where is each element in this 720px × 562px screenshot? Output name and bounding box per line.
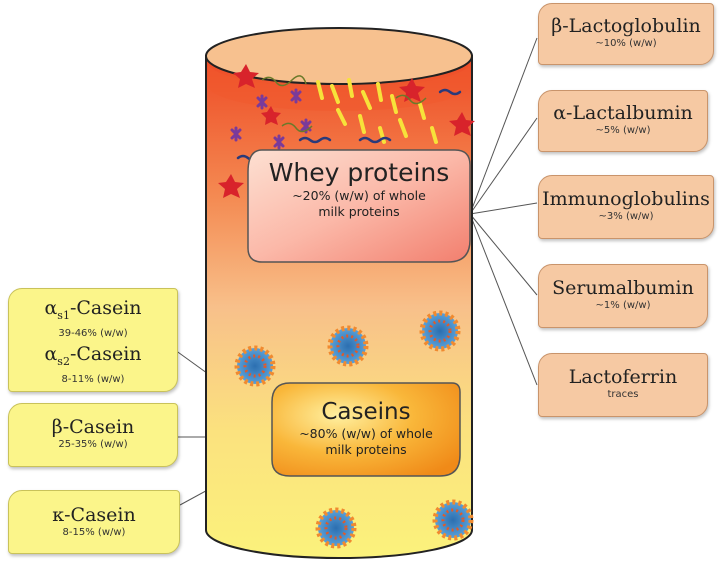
casein-micelles — [234, 310, 474, 549]
casein-alpha-s1-name: αs1-Casein — [44, 297, 142, 322]
whey-item-name: α-Lactalbumin — [553, 102, 693, 124]
whey-description-line2: milk proteins — [318, 204, 400, 219]
casein-item-name: β-Casein — [51, 416, 135, 438]
casein-description-line1: ~80% (w/w) of whole — [299, 426, 433, 441]
whey-title: Whey proteins — [268, 158, 450, 187]
casein-item-beta: β-Casein 25-35% (w/w) — [8, 403, 178, 467]
whey-item-immunoglobulins: Immunoglobulins ~3% (w/w) — [538, 175, 714, 239]
casein-center-shape — [271, 382, 461, 477]
casein-item-alpha: αs1-Casein 39-46% (w/w) αs2-Casein 8-11%… — [8, 288, 178, 392]
whey-protein-particles — [218, 64, 475, 198]
whey-item-value: ~10% (w/w) — [595, 38, 657, 49]
whey-item-serumalbumin: Serumalbumin ~1% (w/w) — [538, 264, 708, 328]
whey-item-alpha-lactalbumin: α-Lactalbumin ~5% (w/w) — [538, 90, 708, 152]
whey-item-value: ~5% (w/w) — [595, 125, 651, 136]
whey-item-name: Serumalbumin — [552, 277, 694, 299]
whey-item-value: ~3% (w/w) — [598, 211, 654, 222]
whey-item-name: Lactoferrin — [568, 366, 678, 388]
whey-center-box: Whey proteins ~20% (w/w) of whole milk p… — [250, 158, 468, 220]
whey-item-name: Immunoglobulins — [542, 188, 710, 210]
whey-center-shape — [247, 149, 471, 263]
casein-alpha-s2-value: 8-11% (w/w) — [61, 373, 125, 385]
casein-center-box: Caseins ~80% (w/w) of whole milk protein… — [272, 398, 460, 458]
casein-item-value: 8-15% (w/w) — [62, 527, 126, 538]
whey-item-name: β-Lactoglobulin — [551, 15, 701, 37]
whey-item-value: ~1% (w/w) — [595, 300, 651, 311]
casein-item-kappa: κ-Casein 8-15% (w/w) — [8, 490, 180, 554]
casein-item-name: κ-Casein — [52, 504, 136, 526]
whey-description-line1: ~20% (w/w) of whole — [292, 188, 426, 203]
casein-description-line2: milk proteins — [325, 442, 407, 457]
casein-title: Caseins — [321, 399, 411, 425]
whey-item-beta-lactoglobulin: β-Lactoglobulin ~10% (w/w) — [538, 3, 714, 65]
whey-item-lactoferrin: Lactoferrin traces — [538, 353, 708, 417]
cylinder-top — [205, 27, 473, 85]
casein-alpha-s2-name: αs2-Casein — [44, 342, 142, 368]
casein-item-value: 25-35% (w/w) — [58, 439, 128, 450]
casein-alpha-s1-value: 39-46% (w/w) — [58, 327, 128, 339]
whey-item-value: traces — [607, 389, 639, 400]
